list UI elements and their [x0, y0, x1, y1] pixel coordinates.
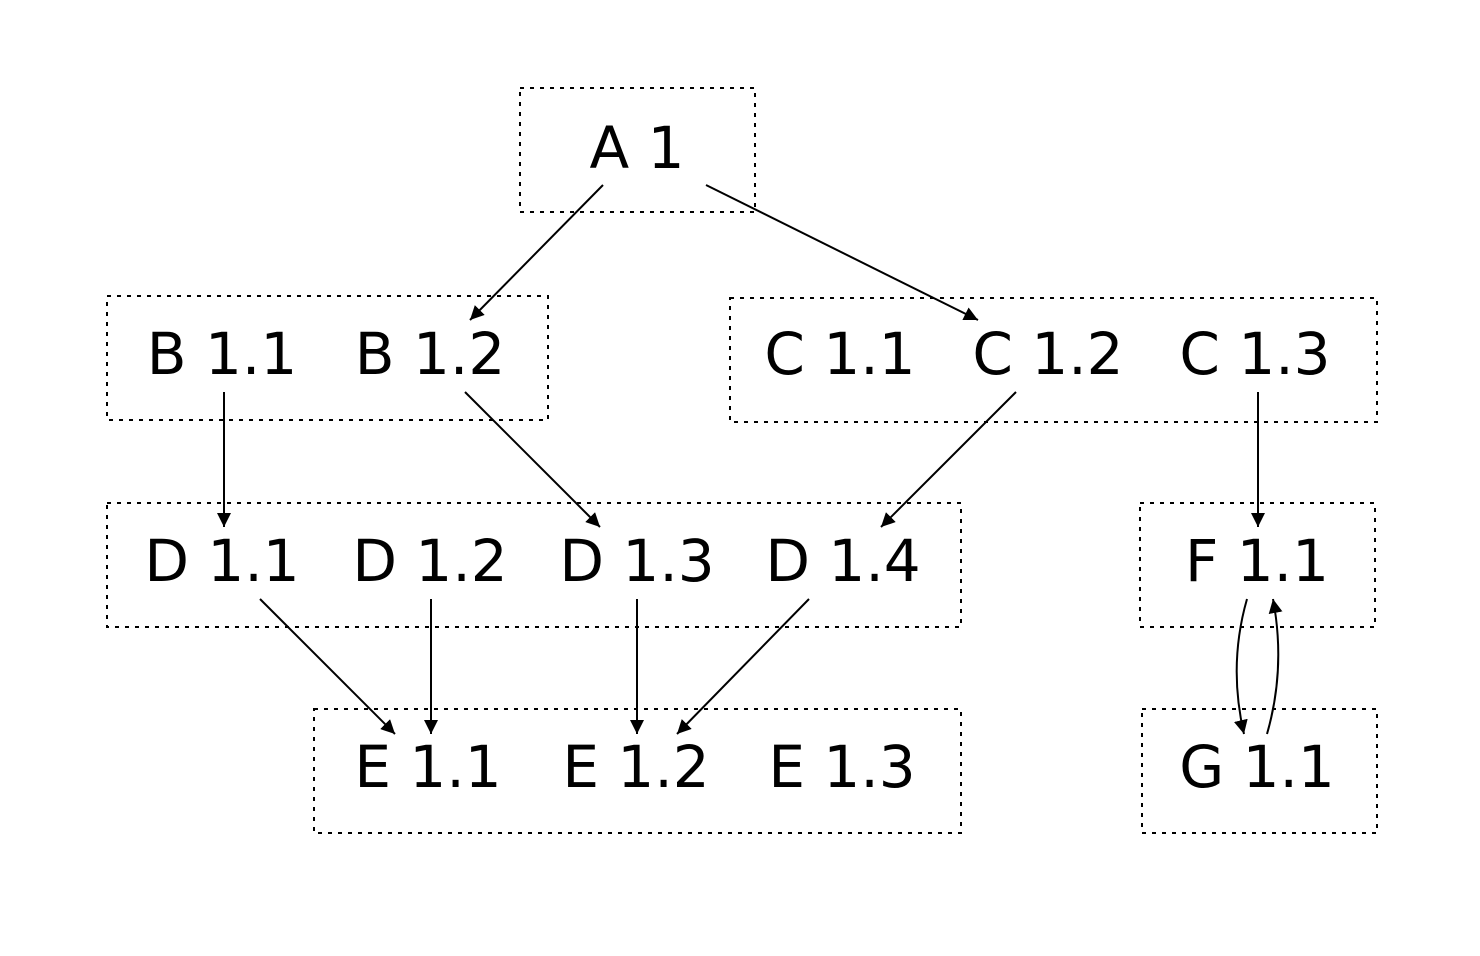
node-g11: G 1.1	[1179, 733, 1335, 801]
edge-c12-d14	[880, 391, 1017, 528]
node-b11: B 1.1	[147, 320, 297, 388]
node-c13: C 1.3	[1179, 320, 1330, 388]
node-b12: B 1.2	[355, 320, 505, 388]
node-c11: C 1.1	[764, 320, 915, 388]
node-d12: D 1.2	[352, 527, 507, 595]
group-d-box	[106, 502, 962, 628]
edge-a1-c12	[705, 184, 979, 321]
node-a1: A 1	[589, 114, 684, 182]
edge-b12-d13	[464, 391, 601, 528]
edge-g11-f11	[1266, 598, 1283, 735]
edge-d14-e12	[676, 598, 810, 735]
group-b-box	[106, 295, 549, 421]
node-f11: F 1.1	[1185, 527, 1329, 595]
node-e12: E 1.2	[562, 733, 709, 801]
node-c12: C 1.2	[972, 320, 1123, 388]
edge-f11-g11	[1234, 598, 1248, 735]
edge-d11-e11	[259, 598, 396, 735]
edges	[217, 184, 1283, 735]
node-e11: E 1.1	[354, 733, 501, 801]
node-d11: D 1.1	[144, 527, 299, 595]
nodes: A 1 B 1.1 B 1.2 C 1.1 C 1.2 C 1.3 D 1.1 …	[144, 114, 1334, 801]
node-d14: D 1.4	[765, 527, 920, 595]
node-e13: E 1.3	[768, 733, 915, 801]
group-c-box	[729, 297, 1378, 423]
node-d13: D 1.3	[559, 527, 714, 595]
edge-a1-b12	[469, 184, 604, 321]
